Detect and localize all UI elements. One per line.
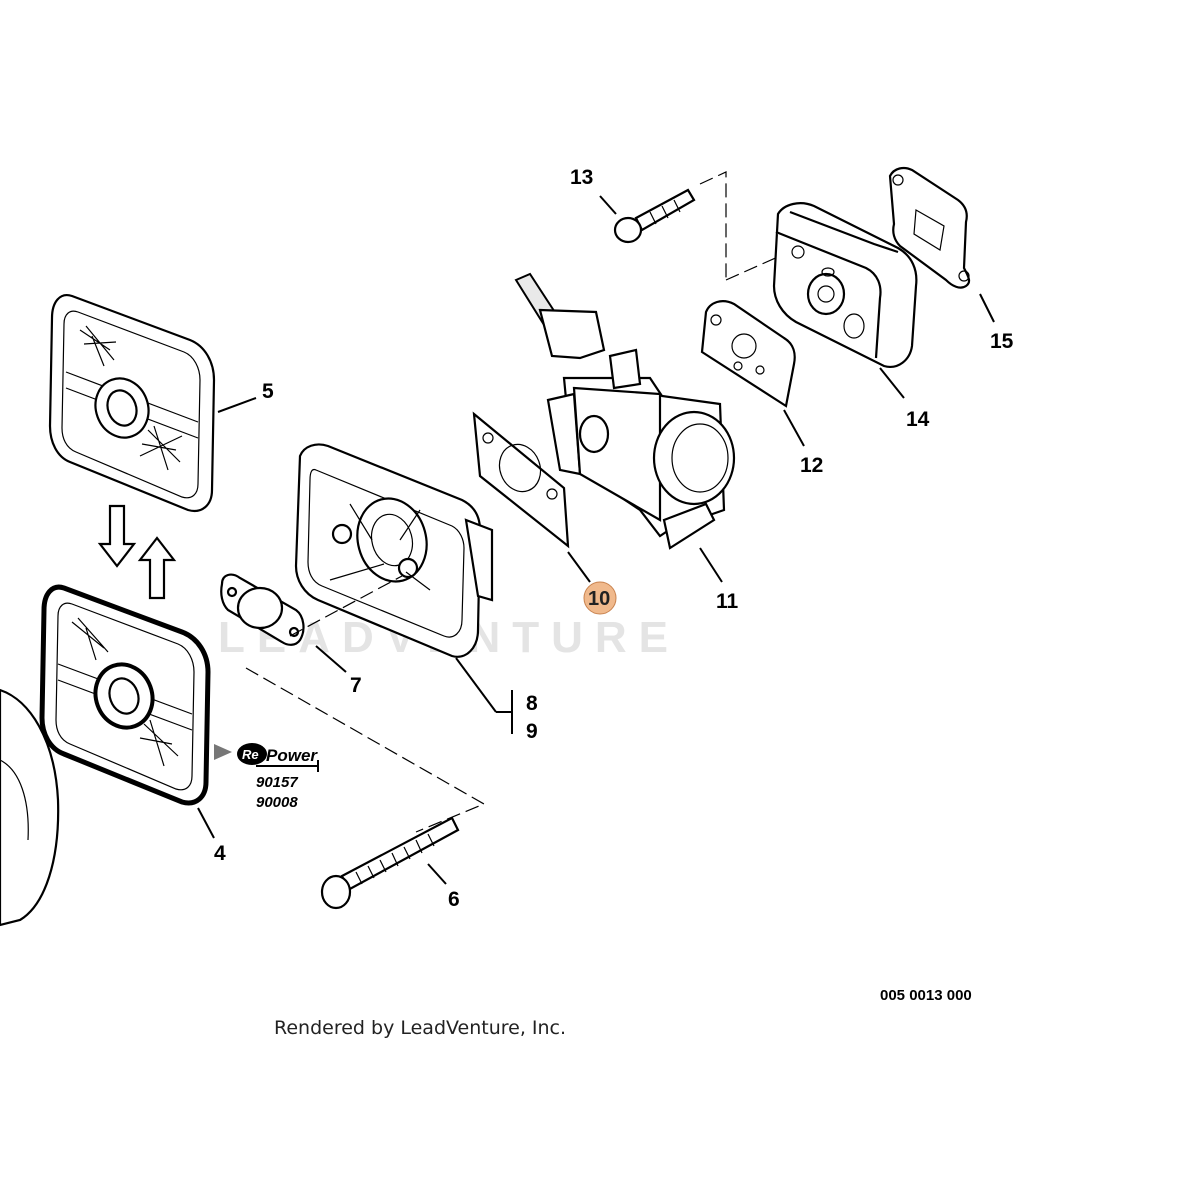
bracket-part-7[interactable] bbox=[220, 573, 305, 646]
leader-8-9 bbox=[455, 657, 497, 713]
leader-4 bbox=[197, 807, 215, 839]
callout-15[interactable]: 15 bbox=[990, 330, 1014, 353]
leader-14 bbox=[879, 367, 905, 399]
air-cleaner-case-part-8-9[interactable] bbox=[294, 443, 494, 658]
long-bolt-part-6[interactable] bbox=[320, 816, 460, 910]
gasket-part-12[interactable] bbox=[700, 300, 796, 408]
callout-5[interactable]: 5 bbox=[262, 380, 274, 403]
callout-14[interactable]: 14 bbox=[906, 408, 930, 431]
callout-10[interactable]: 10 bbox=[588, 588, 610, 610]
carburetor-part-11[interactable] bbox=[514, 272, 736, 550]
repower-logo: Re Power bbox=[214, 743, 319, 772]
callout-9[interactable]: 9 bbox=[526, 720, 538, 743]
callout-13[interactable]: 13 bbox=[570, 166, 593, 189]
rendered-by-credit: Rendered by LeadVenture, Inc. bbox=[274, 1017, 566, 1039]
assembly-line-6 bbox=[245, 667, 486, 833]
leader-6 bbox=[427, 863, 447, 885]
air-cleaner-cover[interactable] bbox=[0, 688, 60, 927]
gasket-part-15[interactable] bbox=[888, 166, 971, 289]
assembly-line-13 bbox=[699, 171, 727, 280]
leader-12 bbox=[783, 409, 805, 447]
repower-brand-power: Power bbox=[266, 746, 318, 765]
callout-11[interactable]: 11 bbox=[716, 590, 739, 613]
callout-4[interactable]: 4 bbox=[214, 842, 226, 865]
callout-12[interactable]: 12 bbox=[800, 454, 823, 477]
leader-11 bbox=[699, 547, 723, 583]
air-filter-part-5[interactable] bbox=[48, 294, 216, 513]
leader-7 bbox=[315, 645, 347, 673]
repower-code-2[interactable]: 90008 bbox=[256, 794, 298, 811]
callout-8[interactable]: 8 bbox=[526, 692, 538, 715]
repower-code-1[interactable]: 90157 bbox=[256, 774, 298, 791]
repower-brand-re: Re bbox=[242, 747, 259, 762]
insulator-part-14[interactable] bbox=[772, 202, 918, 368]
gasket-part-10[interactable] bbox=[472, 411, 570, 549]
diagram-id: 005 0013 000 bbox=[880, 987, 972, 1004]
leader-5 bbox=[217, 397, 257, 413]
leader-13 bbox=[599, 195, 617, 215]
callout-6[interactable]: 6 bbox=[448, 888, 460, 911]
callout-7[interactable]: 7 bbox=[350, 674, 362, 697]
leader-10 bbox=[567, 551, 591, 583]
bolt-part-13[interactable] bbox=[613, 188, 696, 244]
leader-15 bbox=[979, 293, 995, 323]
air-filter-part-4[interactable] bbox=[39, 584, 211, 806]
swap-arrows-icon bbox=[97, 504, 177, 600]
highlight-marker-10 bbox=[583, 581, 617, 615]
